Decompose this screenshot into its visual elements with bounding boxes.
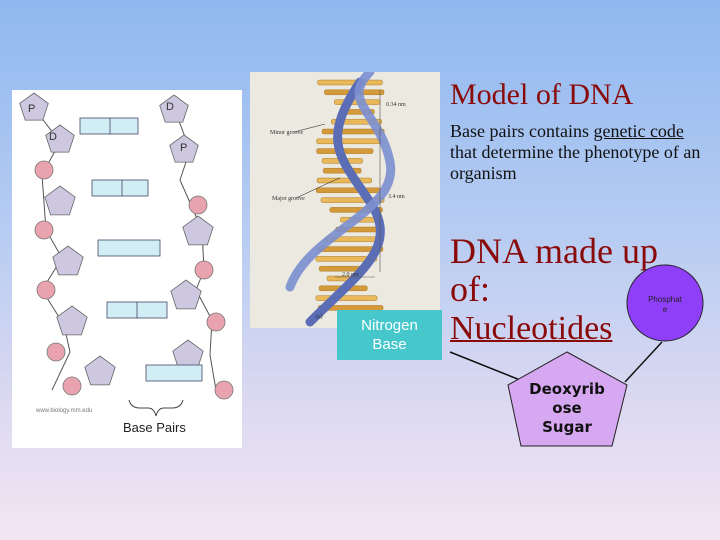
label-p-second-right: P [180, 142, 187, 154]
sugar-line-2: ose [552, 399, 581, 417]
dna-ladder-svg: P D D P www.biology.mm.edu Base Pairs [19, 92, 234, 435]
helix-illustration: 0.34 nm 3.4 nm 2.0 nm Minor groove Major… [270, 72, 406, 327]
helix-base-rung [315, 295, 378, 301]
helix-base-rung [316, 177, 372, 184]
right-sugar-pentagon [182, 215, 214, 246]
base-sugar-bond [449, 351, 521, 381]
minor-groove-label: Minor groove [270, 130, 303, 136]
nitrogen-base-line-1: Nitrogen [361, 317, 418, 334]
label-p-top-left: P [28, 103, 35, 115]
nucleotides-text: Nucleotides [450, 310, 613, 347]
helix-base-rung [315, 256, 378, 262]
right-backbone-segment [209, 354, 217, 391]
base-pairs-description: Base pairs contains genetic code that de… [450, 121, 710, 184]
major-groove-pointer [295, 177, 341, 199]
label-d-second-left: D [49, 131, 57, 143]
description-part-1: Base pairs contains [450, 121, 594, 141]
left-sugar-pentagon [44, 185, 76, 216]
right-phosphate-circle [188, 195, 208, 215]
dna-helix-photo: 0.34 nm 3.4 nm 2.0 nm Minor groove Major… [250, 72, 440, 328]
right-sugar-pentagon [170, 279, 202, 310]
base-pair-bar [91, 179, 149, 197]
helix-base-rung [315, 187, 381, 194]
phosphate-line-2: e [663, 305, 668, 314]
base-pair-bar [145, 364, 203, 382]
deoxyribose-sugar-pentagon [507, 351, 628, 447]
slide-title: Model of DNA [450, 78, 634, 111]
left-sugar-pentagon [84, 355, 116, 386]
helix-base-rung [317, 79, 383, 86]
sugar-line-3: Sugar [542, 418, 592, 436]
left-sugar-pentagon [52, 245, 84, 276]
dna-made-up-line-1: DNA made up [450, 231, 658, 271]
right-phosphate-circle [206, 312, 226, 332]
left-phosphate-circle [46, 342, 66, 362]
helix-base-rung [322, 167, 362, 174]
dna-made-up-line-2: of: [450, 269, 490, 309]
left-sugar-pentagon [45, 124, 75, 153]
helix-backbone-b [285, 72, 396, 292]
left-backbone-segment [51, 351, 71, 391]
left-phosphate-circle [36, 280, 56, 300]
description-part-2: that determine the phenotype of an organ… [450, 142, 701, 183]
nitrogen-base-line-2: Base [372, 336, 407, 353]
major-groove-label: Major groove [272, 196, 305, 202]
photo-caption: (a) [316, 313, 323, 320]
dna-made-up-heading: DNA made up of: [450, 232, 658, 308]
sugar-line-1: Deoxyrib [529, 380, 605, 398]
nucleotides-heading: Nucleotides [450, 310, 612, 348]
dna-ladder-diagram: P D D P www.biology.mm.edu Base Pairs [12, 90, 242, 448]
base-pair-bar [97, 239, 161, 257]
base-pairs-label: Base Pairs [123, 420, 186, 435]
base-pair-bar [79, 117, 139, 135]
base-pairs-brace [128, 399, 184, 417]
nitrogen-base-box: Nitrogen Base [337, 310, 442, 360]
right-sugar-pentagon [172, 339, 204, 370]
right-phosphate-circle [194, 260, 214, 280]
genetic-code-underlined: genetic code [593, 121, 684, 141]
sugar-phosphate-bond [624, 341, 663, 383]
dim-side-label: 3.4 nm [388, 194, 405, 200]
left-sugar-pentagon [19, 92, 49, 121]
right-sugar-pentagon [169, 134, 199, 163]
left-phosphate-circle [62, 376, 82, 396]
dim-top-label: 0.34 nm [386, 102, 406, 108]
right-sugar-pentagon [159, 94, 189, 123]
helix-base-rung [316, 138, 382, 145]
minor-groove-pointer [293, 123, 326, 133]
left-phosphate-circle [34, 220, 54, 240]
left-sugar-pentagon [56, 305, 88, 336]
dim-bottom-label: 2.0 nm [342, 272, 359, 278]
label-d-top-right: D [166, 101, 174, 113]
left-phosphate-circle [34, 160, 54, 180]
right-phosphate-circle [214, 380, 234, 400]
website-caption: www.biology.mm.edu [35, 408, 92, 414]
